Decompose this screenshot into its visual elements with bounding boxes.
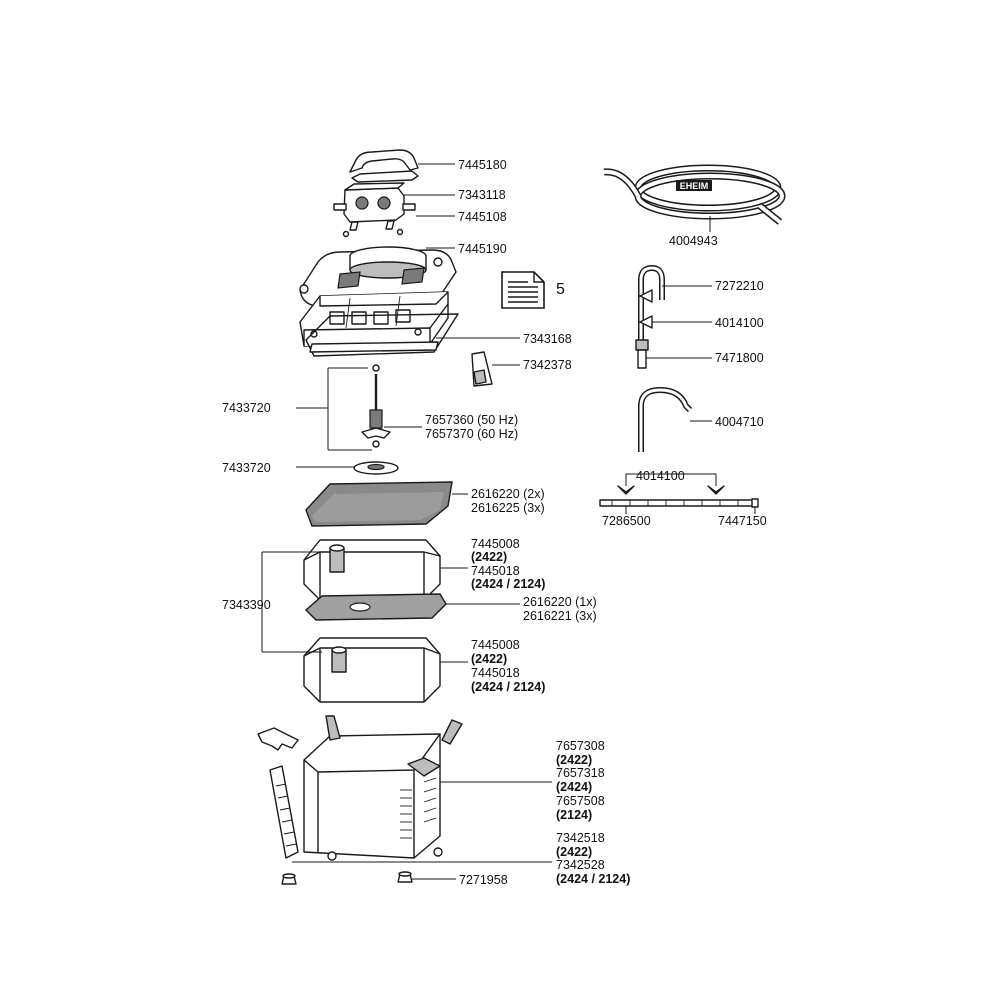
- model-label: (2424 / 2124): [471, 577, 545, 591]
- part-number-label: 7447150: [718, 514, 767, 528]
- filter-basket-lower-part: [303, 637, 441, 703]
- part-number-label: 7272210: [715, 279, 764, 293]
- bearing-disc-part: [353, 461, 399, 475]
- model-label: (2424 / 2124): [556, 872, 630, 886]
- part-number-label: 4014100: [636, 469, 685, 483]
- valve-block-part: [333, 182, 416, 238]
- model-label: (2422): [471, 550, 507, 564]
- filter-pad-part: [305, 481, 453, 527]
- clamp-bar-part: [269, 765, 299, 859]
- part-number-label: 7286500: [602, 514, 651, 528]
- part-number-label: 7342518: [556, 831, 605, 845]
- part-number-label: 7343390: [222, 598, 271, 612]
- model-label: (2422): [556, 753, 592, 767]
- part-number-label: 7657508: [556, 794, 605, 808]
- part-number-label: 7445008: [471, 638, 520, 652]
- intake-pipe-part: [638, 264, 665, 346]
- part-number-label: 4004710: [715, 415, 764, 429]
- part-number-label: 2616220 (1x): [523, 595, 597, 609]
- tool-part: [471, 351, 493, 387]
- bracket-line: [261, 551, 322, 653]
- part-number-label: 7445018: [471, 564, 520, 578]
- hose-brand-text: EHEIM: [680, 181, 709, 191]
- canister-ribs: [400, 777, 437, 839]
- model-label: (2422): [471, 652, 507, 666]
- canister-part: [303, 715, 463, 861]
- clip-part: [349, 149, 419, 183]
- part-number-label: 7433720: [222, 401, 271, 415]
- part-number-label: 7657360 (50 Hz): [425, 413, 518, 427]
- part-number-label: 7343118: [458, 188, 506, 202]
- part-number-label: 7657308: [556, 739, 605, 753]
- part-number-label: 7343168: [523, 332, 572, 346]
- model-label: (2422): [556, 845, 592, 859]
- outlet-pipe-part: [638, 386, 693, 452]
- foot-part-left: [281, 873, 297, 885]
- bracket-line: [625, 473, 717, 486]
- document-icon: [501, 271, 545, 309]
- part-number-label: 4004943: [669, 234, 718, 248]
- motor-housing-part: [299, 291, 449, 347]
- foot-part-right: [397, 871, 413, 883]
- part-number-label: 7342378: [523, 358, 572, 372]
- part-number-label: 7445180: [458, 158, 507, 172]
- gasket-part: [305, 313, 459, 357]
- part-number-label: 7445190: [458, 242, 507, 256]
- filter-pad-middle-part: [304, 593, 447, 621]
- model-label: (2424 / 2124): [471, 680, 545, 694]
- small-handle-part: [257, 727, 299, 751]
- part-number-label: 7471800: [715, 351, 764, 365]
- document-reference-number: 5: [556, 281, 565, 298]
- bracket-line: [327, 367, 372, 451]
- pump-head-part: [299, 246, 457, 313]
- hose-coil-part: EHEIM: [603, 164, 786, 225]
- part-number-label: 2616225 (3x): [471, 501, 545, 515]
- part-number-label: 7445008: [471, 537, 520, 551]
- model-label: (2124): [556, 808, 592, 822]
- part-number-label: 2616220 (2x): [471, 487, 545, 501]
- filter-basket-upper-part: [303, 539, 441, 601]
- connector-part: [635, 339, 649, 369]
- part-number-label: 7657318: [556, 766, 605, 780]
- gasket-ring: [309, 341, 439, 353]
- part-number-label: 7445108: [458, 210, 507, 224]
- part-number-label: 7657370 (60 Hz): [425, 427, 518, 441]
- part-number-label: 7342528: [556, 858, 605, 872]
- part-number-label: 7271958: [459, 873, 508, 887]
- part-number-label: 7433720: [222, 461, 271, 475]
- model-label: (2424): [556, 780, 592, 794]
- impeller-shaft-part: [361, 364, 391, 448]
- part-number-label: 2616221 (3x): [523, 609, 597, 623]
- part-number-label: 7445018: [471, 666, 520, 680]
- part-number-label: 4014100: [715, 316, 764, 330]
- spray-bar-part: [599, 485, 759, 508]
